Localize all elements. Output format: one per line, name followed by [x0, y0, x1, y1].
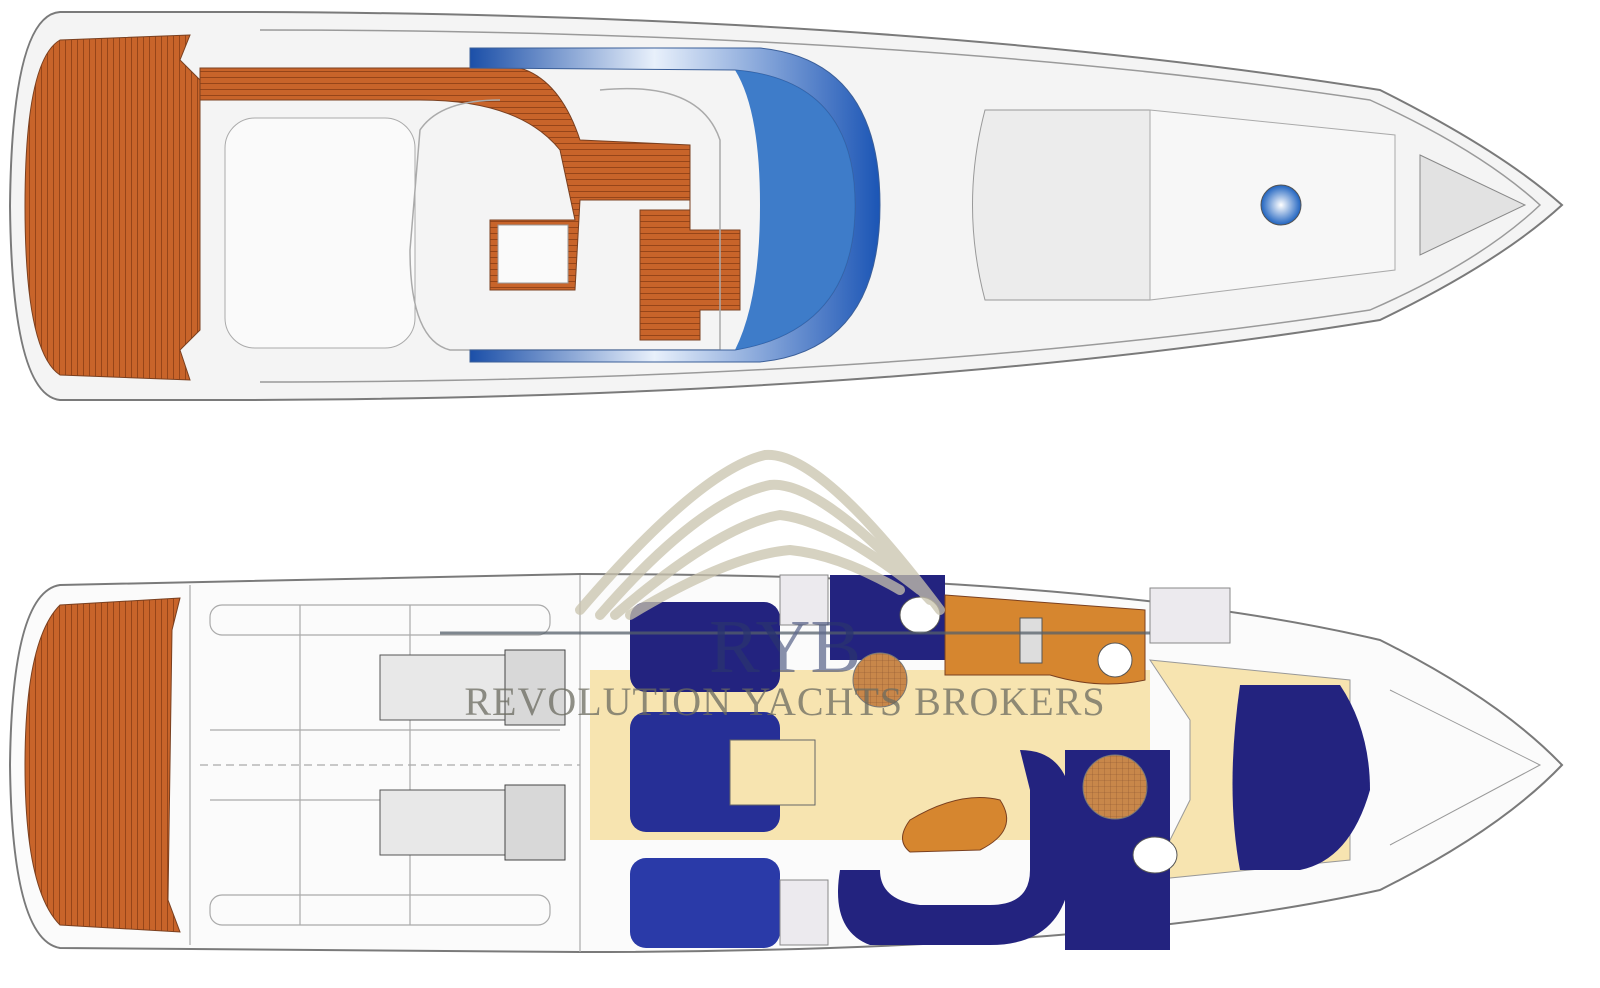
ryb-watermark-logo: RYB REVOLUTION YACHTS BROKERS	[440, 449, 1150, 724]
basin-forward	[1132, 836, 1178, 874]
saloon-table	[902, 797, 1008, 853]
head-aft	[830, 575, 945, 660]
galley-hob	[1019, 617, 1043, 664]
engine-starboard	[379, 784, 566, 861]
companionway-stairs	[729, 739, 816, 806]
stern-teak-platform-lower	[24, 597, 181, 933]
cockpit-seating	[409, 87, 721, 351]
shower-tray-forward	[1082, 754, 1148, 820]
watermark-monogram: RYB	[709, 605, 861, 689]
interior-plan-bottom-view	[8, 572, 1564, 954]
galley-sink	[1097, 642, 1133, 678]
watermark-company: REVOLUTION YACHTS BROKERS	[464, 679, 1105, 724]
stern-teak-platform	[24, 34, 201, 381]
aft-cabin-berth-3	[630, 858, 780, 948]
engine-room	[189, 575, 581, 952]
cockpit-teak-floor	[199, 67, 741, 341]
cockpit-table	[497, 224, 569, 284]
foredeck-sunpad	[972, 109, 1166, 301]
windscreen-inner	[735, 70, 855, 350]
porthole	[1260, 184, 1302, 226]
deck-plan-top-view	[8, 11, 1564, 401]
galley-counter	[944, 594, 1146, 685]
bow-outline-inner	[1389, 689, 1542, 846]
sunpad-aft	[224, 117, 416, 349]
aft-cabin-berth-1	[630, 602, 780, 692]
engine-port	[379, 649, 566, 726]
forward-vberth	[1232, 685, 1370, 870]
shower-tray-aft	[852, 652, 908, 708]
saloon-sofa	[838, 750, 1070, 945]
anchor-locker	[1419, 154, 1527, 256]
wardrobes	[779, 574, 1231, 946]
side-deck-line	[259, 29, 1542, 383]
